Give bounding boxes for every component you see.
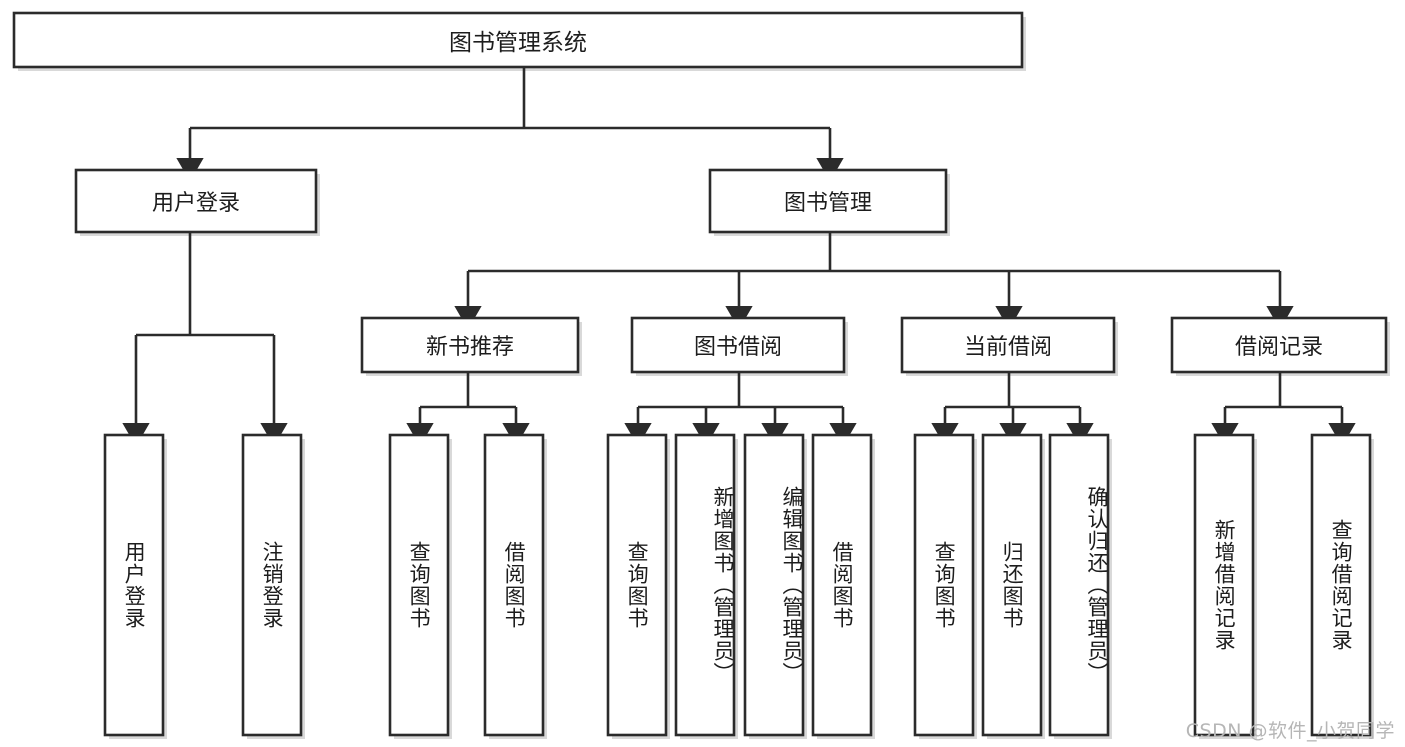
node-box-current-borrow[interactable] (900, 316, 1116, 374)
node-box-root[interactable] (12, 11, 1024, 69)
connector-layer (122, 67, 1356, 447)
node-box-leaf-borrow-4[interactable] (811, 433, 873, 737)
node-box-user-login[interactable] (74, 168, 318, 234)
node-box-leaf-user-login-1[interactable] (103, 433, 165, 737)
node-box-leaf-record-2[interactable] (1310, 433, 1372, 737)
node-box-new-book-rec[interactable] (360, 316, 580, 374)
node-box-leaf-current-3[interactable] (1048, 433, 1110, 737)
node-box-book-manage[interactable] (708, 168, 948, 234)
box-layer (12, 11, 1388, 737)
node-box-leaf-borrow-3[interactable] (743, 433, 805, 737)
node-box-leaf-user-login-2[interactable] (241, 433, 303, 737)
node-box-borrow-record[interactable] (1170, 316, 1388, 374)
node-box-leaf-new-book-1[interactable] (388, 433, 450, 737)
node-box-leaf-borrow-1[interactable] (606, 433, 668, 737)
node-box-leaf-new-book-2[interactable] (483, 433, 545, 737)
watermark-text: CSDN @软件_小贺同学 (1185, 720, 1395, 742)
node-box-leaf-current-1[interactable] (913, 433, 975, 737)
node-box-leaf-borrow-2[interactable] (674, 433, 736, 737)
node-box-leaf-record-1[interactable] (1193, 433, 1255, 737)
node-box-book-borrow[interactable] (630, 316, 846, 374)
node-box-leaf-current-2[interactable] (981, 433, 1043, 737)
